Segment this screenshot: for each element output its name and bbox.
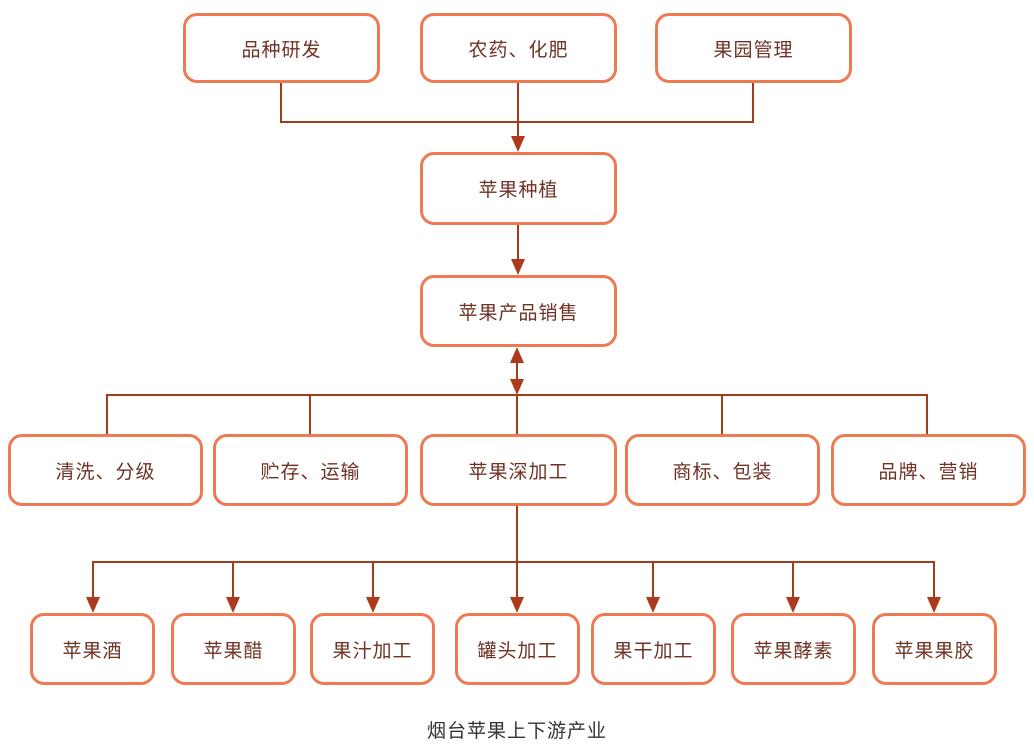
double-arrow-up-head — [510, 347, 524, 363]
arrow-to-apple-pectin-shaft — [933, 562, 935, 598]
arrow-to-dried-fruit-shaft — [652, 562, 654, 598]
node-apple-planting: 苹果种植 — [420, 152, 617, 225]
arrow-to-apple-enzyme-shaft — [792, 562, 794, 598]
node-pesticide-fertilizer: 农药、化肥 — [420, 13, 617, 83]
double-arrow-down-head — [510, 379, 524, 395]
connector-middle-stub-4 — [721, 394, 723, 434]
node-storage-transport: 贮存、运输 — [213, 434, 408, 506]
node-canning: 罐头加工 — [455, 613, 580, 685]
connector-bottom-hline — [92, 561, 935, 563]
double-arrow-shaft — [516, 361, 518, 381]
arrow-to-canning-shaft — [516, 562, 518, 598]
node-trademark-packaging: 商标、包装 — [625, 434, 820, 506]
arrow-to-juice-processing-head — [366, 597, 380, 613]
connector-middle-stub-3 — [516, 394, 518, 434]
arrow-to-dried-fruit-head — [646, 597, 660, 613]
node-apple-enzyme: 苹果酵素 — [731, 613, 856, 685]
node-cleaning-grading: 清洗、分级 — [8, 434, 203, 506]
arrow-to-canning-head — [510, 597, 524, 613]
node-apple-product-sales: 苹果产品销售 — [420, 275, 617, 347]
arrow-to-planting-head — [511, 136, 525, 152]
node-apple-vinegar: 苹果醋 — [171, 613, 296, 685]
arrow-to-sales-head — [511, 259, 525, 275]
node-dried-fruit-processing: 果干加工 — [591, 613, 716, 685]
node-apple-pectin: 苹果果胶 — [872, 613, 997, 685]
arrow-to-apple-wine-shaft — [92, 562, 94, 598]
connector-middle-stub-2 — [309, 394, 311, 434]
node-juice-processing: 果汁加工 — [310, 613, 435, 685]
node-brand-marketing: 品牌、营销 — [831, 434, 1026, 506]
connector-top-left-stub — [280, 83, 282, 123]
arrow-to-apple-pectin-head — [927, 597, 941, 613]
arrow-to-juice-processing-shaft — [372, 562, 374, 598]
arrow-to-apple-enzyme-head — [786, 597, 800, 613]
connector-middle-stub-1 — [106, 394, 108, 434]
arrow-to-apple-vinegar-head — [226, 597, 240, 613]
arrow-to-apple-vinegar-shaft — [232, 562, 234, 598]
diagram-caption: 烟台苹果上下游产业 — [426, 721, 607, 742]
node-apple-wine: 苹果酒 — [30, 613, 155, 685]
connector-top-right-stub — [752, 83, 754, 123]
arrow-to-apple-wine-head — [86, 597, 100, 613]
node-orchard-management: 果园管理 — [655, 13, 852, 83]
connector-middle-stub-5 — [926, 394, 928, 434]
arrow-to-planting-shaft — [517, 83, 519, 138]
arrow-to-sales-shaft — [517, 225, 519, 261]
node-apple-deep-processing: 苹果深加工 — [420, 434, 617, 506]
connector-deep-processing-stub — [516, 506, 518, 562]
node-variety-rd: 品种研发 — [183, 13, 380, 83]
